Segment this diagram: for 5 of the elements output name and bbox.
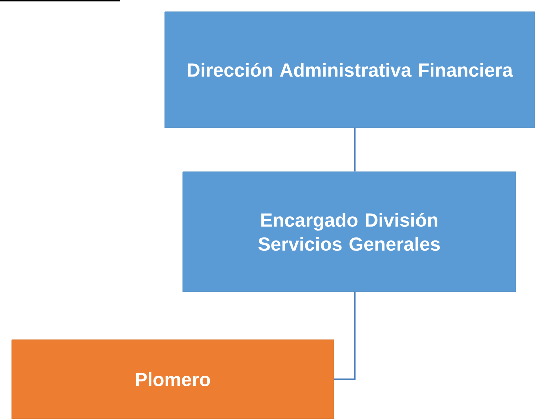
org-box: Encargado División Servicios Generales	[182, 172, 516, 292]
connector-line	[334, 292, 356, 380]
org-box: Plomero	[12, 340, 334, 419]
connector-line	[354, 128, 356, 172]
org-box: Dirección Administrativa Financiera	[164, 12, 535, 128]
